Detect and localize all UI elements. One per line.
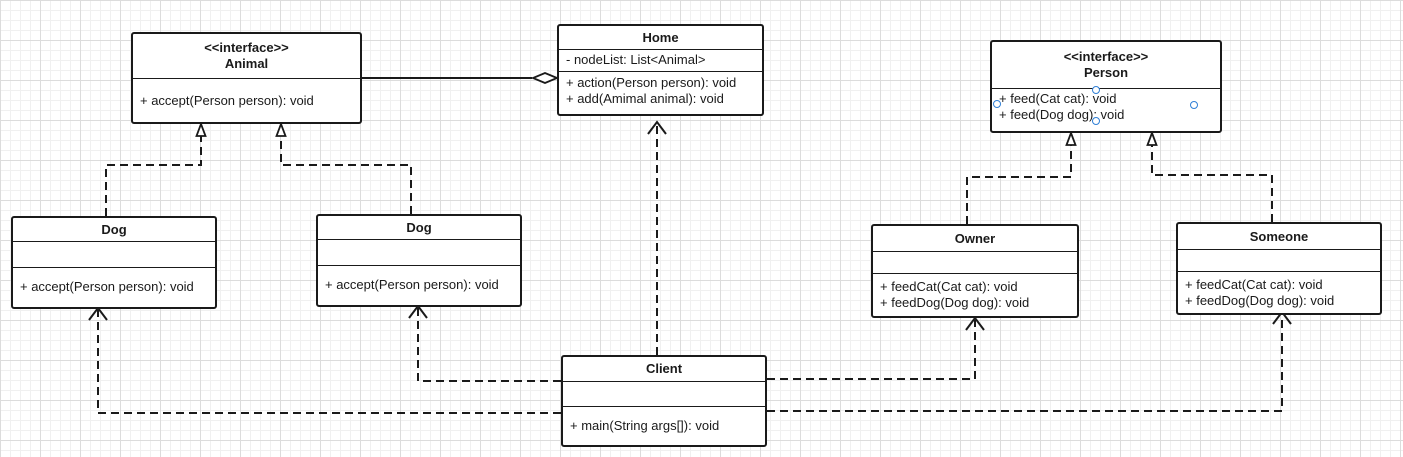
method-item: + accept(Person person): void [140,93,314,108]
aggregation-diamond [530,72,560,84]
method-item: + feedDog(Dog dog): void [880,295,1030,310]
class-header: Client [563,357,765,382]
class-client[interactable]: Client + main(String args[]): void [561,355,767,447]
method-item: + accept(Person person): void [20,279,194,294]
selection-handle[interactable] [993,100,1001,108]
realization-arrowhead [195,121,207,137]
attribute-item: - nodeList: List<Animal> [566,52,706,67]
class-name: Person [1083,65,1129,80]
class-header: <<interface>> Animal [133,34,360,79]
method-item: + feed(Cat cat): void [999,91,1117,106]
class-name: Dog [101,221,127,237]
attribute-list: - nodeList: List<Animal> [559,50,762,72]
method-item: + feed(Dog dog): void [999,107,1125,122]
method-item: + main(String args[]): void [570,418,720,433]
attribute-list [873,252,1077,274]
attribute-list [1178,250,1380,272]
class-header: Home [559,26,762,50]
method-list: + accept(Person person): void [13,268,215,295]
method-list: + feed(Cat cat): void + feed(Dog dog): v… [992,89,1220,123]
class-name: Owner [954,230,996,246]
attribute-list [13,242,215,268]
class-header: Someone [1178,224,1380,250]
method-item: + action(Person person): void [566,75,737,90]
method-list: + accept(Person person): void [133,79,360,109]
stereotype-label: <<interface>> [1063,49,1149,64]
selection-handle[interactable] [1092,117,1100,125]
class-header: Owner [873,226,1077,252]
method-list: + action(Person person): void + add(Amim… [559,72,762,107]
dependency-client-owner[interactable] [767,320,976,380]
selection-handle[interactable] [1190,101,1198,109]
class-header: <<interface>> Person [992,42,1220,89]
method-list: + feedCat(Cat cat): void + feedDog(Dog d… [1178,272,1380,309]
method-item: + feedCat(Cat cat): void [880,279,1018,294]
class-dog-right[interactable]: Dog + accept(Person person): void [316,214,522,307]
attribute-list [318,240,520,266]
realization-arrowhead [1146,130,1158,146]
realization-arrowhead [275,121,287,137]
dependency-arrowhead [647,120,667,135]
method-list: + accept(Person person): void [318,266,520,293]
method-item: + accept(Person person): void [325,277,499,292]
class-name: Animal [224,56,269,71]
class-owner[interactable]: Owner + feedCat(Cat cat): void + feedDog… [871,224,1079,318]
dependency-client-dog-left[interactable] [97,310,561,414]
class-animal[interactable]: <<interface>> Animal + accept(Person per… [131,32,362,124]
dependency-arrowhead [965,316,985,331]
realization-owner-person[interactable] [966,145,1072,224]
class-name: Client [645,361,683,376]
method-item: + feedCat(Cat cat): void [1185,277,1323,292]
realization-arrowhead [1065,130,1077,146]
dependency-client-dog-right[interactable] [417,308,561,382]
class-name: Home [642,29,679,45]
class-someone[interactable]: Someone + feedCat(Cat cat): void + feedD… [1176,222,1382,315]
class-header: Dog [13,218,215,242]
class-header: Dog [318,216,520,240]
class-name: Someone [1249,228,1309,244]
method-list: + feedCat(Cat cat): void + feedDog(Dog d… [873,274,1077,311]
realization-someone-person[interactable] [1151,145,1273,222]
method-item: + add(Amimal animal): void [566,91,724,106]
class-name: Dog [406,219,432,235]
realization-dog-left-animal[interactable] [105,136,202,216]
method-item: + feedDog(Dog dog): void [1185,293,1335,308]
dependency-client-someone[interactable] [767,314,1283,412]
selection-handle[interactable] [1092,86,1100,94]
method-list: + main(String args[]): void [563,407,765,434]
stereotype-label: <<interface>> [204,40,289,55]
class-home[interactable]: Home - nodeList: List<Animal> + action(P… [557,24,764,116]
class-dog-left[interactable]: Dog + accept(Person person): void [11,216,217,309]
realization-dog-right-animal[interactable] [280,136,412,214]
class-person[interactable]: <<interface>> Person + feed(Cat cat): vo… [990,40,1222,133]
attribute-list [563,382,765,407]
